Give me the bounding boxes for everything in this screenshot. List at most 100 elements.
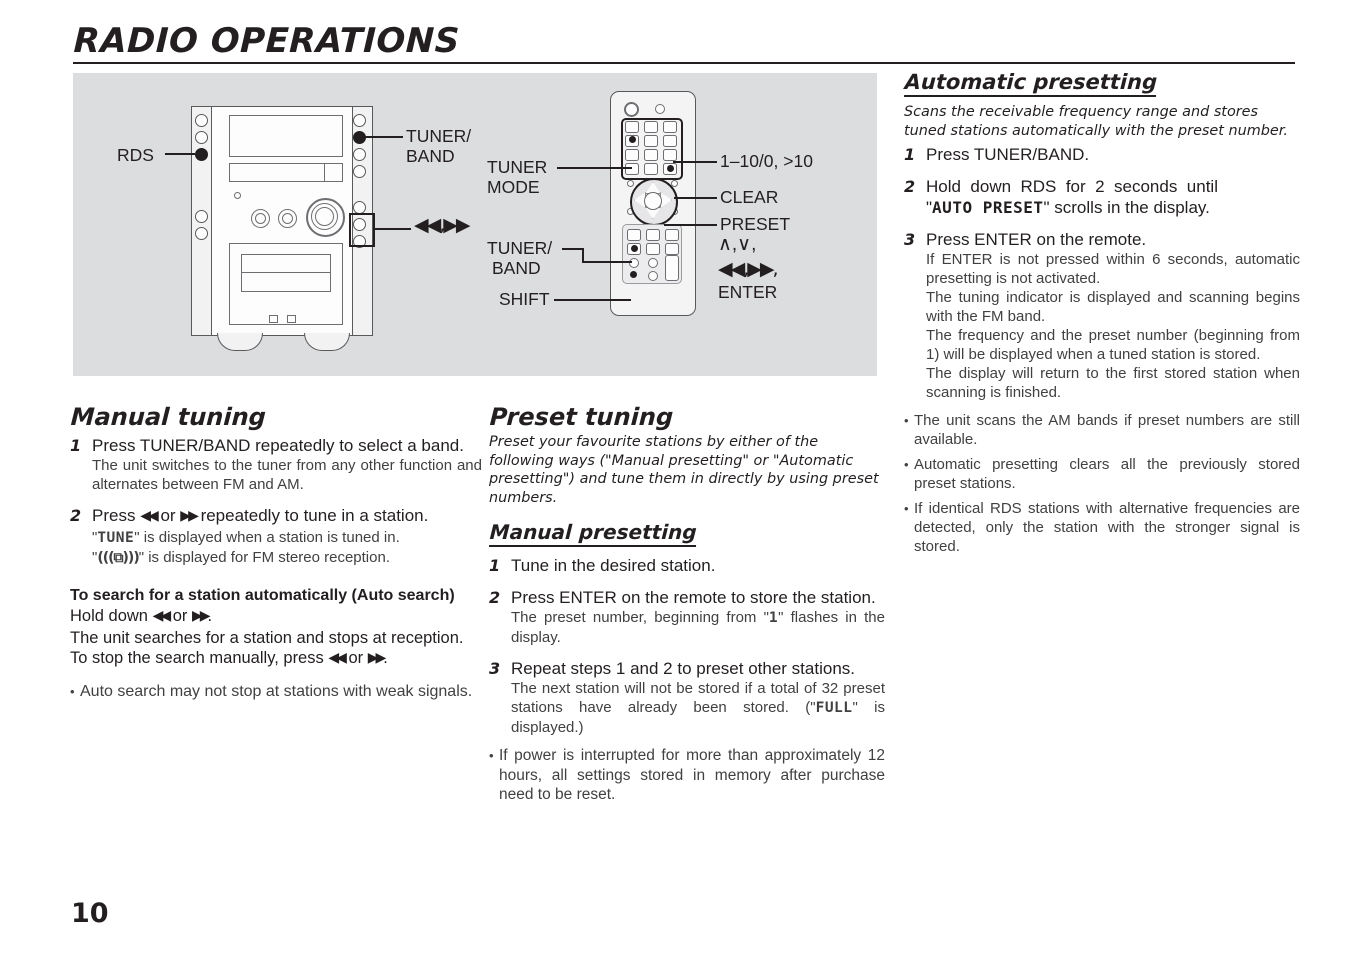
step-sub-text: The unit switches to the tuner from any … (92, 457, 482, 493)
column-manual-tuning: Manual tuning 1 Press TUNER/BAND repeate… (70, 403, 482, 702)
callout-preset-arrows-skip: ◀◀,▶▶, (718, 258, 779, 280)
stereo-foot-right (304, 333, 350, 351)
bullet-text: If power is interrupted for more than ap… (499, 747, 885, 803)
stereo-right-button-4 (353, 165, 366, 178)
remote-shift-key (629, 258, 639, 268)
step-main-text: Press ENTER on the remote to store the s… (511, 588, 876, 607)
step-text-mid: or (155, 506, 181, 525)
remote-key-9 (663, 149, 677, 161)
diagram-panel: RDS TUNER/ BAND ◀◀,▶▶ (73, 73, 877, 376)
remote-key-5 (644, 135, 658, 147)
skip-forward-icon: ▶▶ (367, 650, 386, 666)
bullet-dot: • (904, 501, 909, 516)
step-number: 1 (489, 556, 501, 575)
remote-volume-rocker (665, 255, 679, 281)
callout-preset-enter: ENTER (718, 282, 778, 302)
callout-number-keys: 1–10/0, >10 (720, 151, 813, 171)
leader-clear (674, 197, 717, 199)
leader-rds (165, 153, 195, 155)
remote-key-2 (644, 121, 658, 133)
preset-tuning-intro: Preset your favourite stations by either… (489, 434, 879, 506)
preset-tuning-heading: Preset tuning (489, 403, 674, 431)
skip-back-icon: ◀◀ (140, 508, 158, 524)
stereo-tray-button (324, 163, 343, 182)
auto-search-line-3: To stop the search manually, press ◀◀ or… (70, 648, 482, 670)
remote-lower-key-9 (648, 271, 658, 281)
automatic-presetting-step-1: 1 Press TUNER/BAND. (904, 144, 1300, 165)
remote-dpad-enter (644, 192, 662, 210)
step-main-text: Tune in the desired station. (511, 556, 716, 575)
automatic-presetting-heading: Automatic presetting (904, 70, 1158, 97)
step-sub-line: If ENTER is not pressed within 6 seconds… (926, 251, 1300, 287)
step-main-text: Hold down RDS for 2 seconds until (926, 177, 1218, 196)
stereo-disc-tray (229, 163, 325, 182)
volume-knob-center (315, 207, 334, 226)
remote-key-6 (663, 135, 677, 147)
stereo-indicator-led (234, 192, 241, 199)
page-title: RADIO OPERATIONS (72, 21, 461, 61)
bullet-text: Automatic presetting clears all the prev… (914, 456, 1300, 492)
step-sub-text: The preset number, beginning from "1" fl… (511, 608, 885, 647)
step-sub-line: The display will return to the first sto… (926, 365, 1300, 401)
skip-forward-button (353, 235, 366, 248)
step-main-text: Press ◀◀ or ▶▶ repeatedly to tune in a s… (92, 505, 482, 528)
skip-back-button (353, 218, 366, 231)
fm-stereo-icon: (((⧉))) (97, 550, 139, 566)
remote-lower-key-8 (648, 258, 658, 268)
manual-presetting-bullet: • If power is interrupted for more than … (489, 746, 885, 805)
header-divider (73, 62, 1295, 64)
stereo-cassette-window-1 (241, 254, 331, 274)
manual-presetting-heading: Manual presetting (489, 520, 698, 547)
manual-presetting-step-3: 3 Repeat steps 1 and 2 to preset other s… (489, 658, 885, 737)
remote-corner-key-tl (627, 180, 634, 187)
bullet-dot: • (904, 413, 909, 428)
bullet-dot: • (489, 748, 494, 763)
step-sub-line-2: "(((⧉)))" is displayed for FM stereo rec… (92, 548, 482, 568)
leader-remote-tuner-band-v (582, 248, 584, 263)
stereo-knob-small-2-inner (282, 213, 293, 224)
skip-forward-icon: ▶▶ (191, 608, 210, 624)
manual-tuning-heading: Manual tuning (70, 403, 267, 431)
rds-button (195, 148, 208, 161)
stereo-deck-button-2 (287, 315, 296, 323)
remote-lower-key-5 (646, 243, 660, 255)
skip-back-icon: ◀◀ (328, 650, 346, 666)
step-number: 1 (70, 436, 82, 455)
bullet-text: If identical RDS stations with alternati… (914, 500, 1300, 555)
leader-remote-tuner-band-h2 (582, 261, 632, 263)
lcd-full-text: FULL (815, 700, 853, 716)
automatic-presetting-bullet-3: • If identical RDS stations with alterna… (904, 499, 1300, 556)
quote-open: " (926, 198, 933, 217)
lcd-auto-preset-text: AUTO PRESET (932, 198, 1044, 217)
stereo-knob-small-1-inner (255, 213, 266, 224)
leader-unit-skip (373, 228, 411, 230)
step-number: 2 (70, 506, 82, 525)
stereo-right-button-1 (353, 114, 366, 127)
remote-lower-key-6 (665, 243, 679, 255)
step-main-text: Press ENTER on the remote. (926, 230, 1147, 249)
step-main-text: Press TUNER/BAND repeatedly to select a … (92, 436, 464, 455)
step-sub-line: The tuning indicator is displayed and sc… (926, 289, 1300, 325)
callout-preset: PRESET (720, 214, 791, 234)
remote-key-0 (644, 163, 658, 175)
step-sub-line-1: "TUNE" is displayed when a station is tu… (92, 528, 482, 548)
automatic-presetting-bullet-2: • Automatic presetting clears all the pr… (904, 455, 1300, 493)
sub-text-post: " is displayed.) (511, 699, 885, 736)
auto-search-line1-post: . (207, 607, 213, 625)
remote-control-illustration (610, 91, 696, 316)
step-text-pre: Press (92, 506, 141, 525)
stereo-display-window (229, 115, 343, 157)
callout-shift: SHIFT (499, 289, 550, 309)
callout-unit-tuner-band-line1: TUNER/ (406, 126, 472, 146)
step-number: 2 (904, 177, 916, 196)
stereo-unit-illustration (191, 106, 376, 351)
callout-rds: RDS (117, 145, 154, 165)
callout-preset-arrows-updown: ∧,∨, (718, 234, 757, 255)
step-number: 3 (489, 659, 501, 678)
step-number: 2 (489, 588, 501, 607)
auto-search-line-1: Hold down ◀◀ or ▶▶. (70, 606, 482, 628)
remote-power-button (624, 102, 639, 117)
remote-tuner-band-marker (631, 245, 638, 252)
page-header: RADIO OPERATIONS (72, 21, 1295, 64)
skip-forward-icon: ▶▶ (180, 508, 198, 524)
